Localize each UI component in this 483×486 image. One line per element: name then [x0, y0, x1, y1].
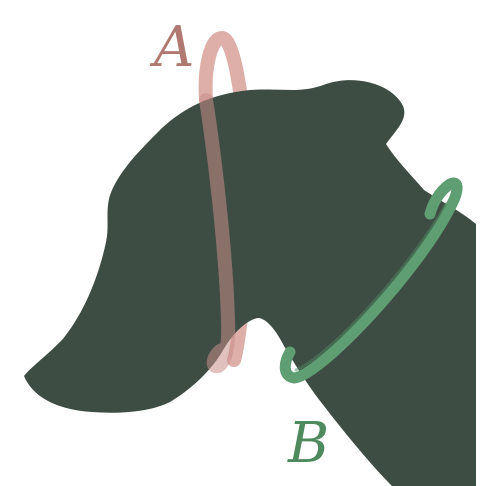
label-a: A [149, 15, 194, 80]
dog-head-silhouette [24, 80, 476, 486]
label-b: B [287, 411, 329, 476]
